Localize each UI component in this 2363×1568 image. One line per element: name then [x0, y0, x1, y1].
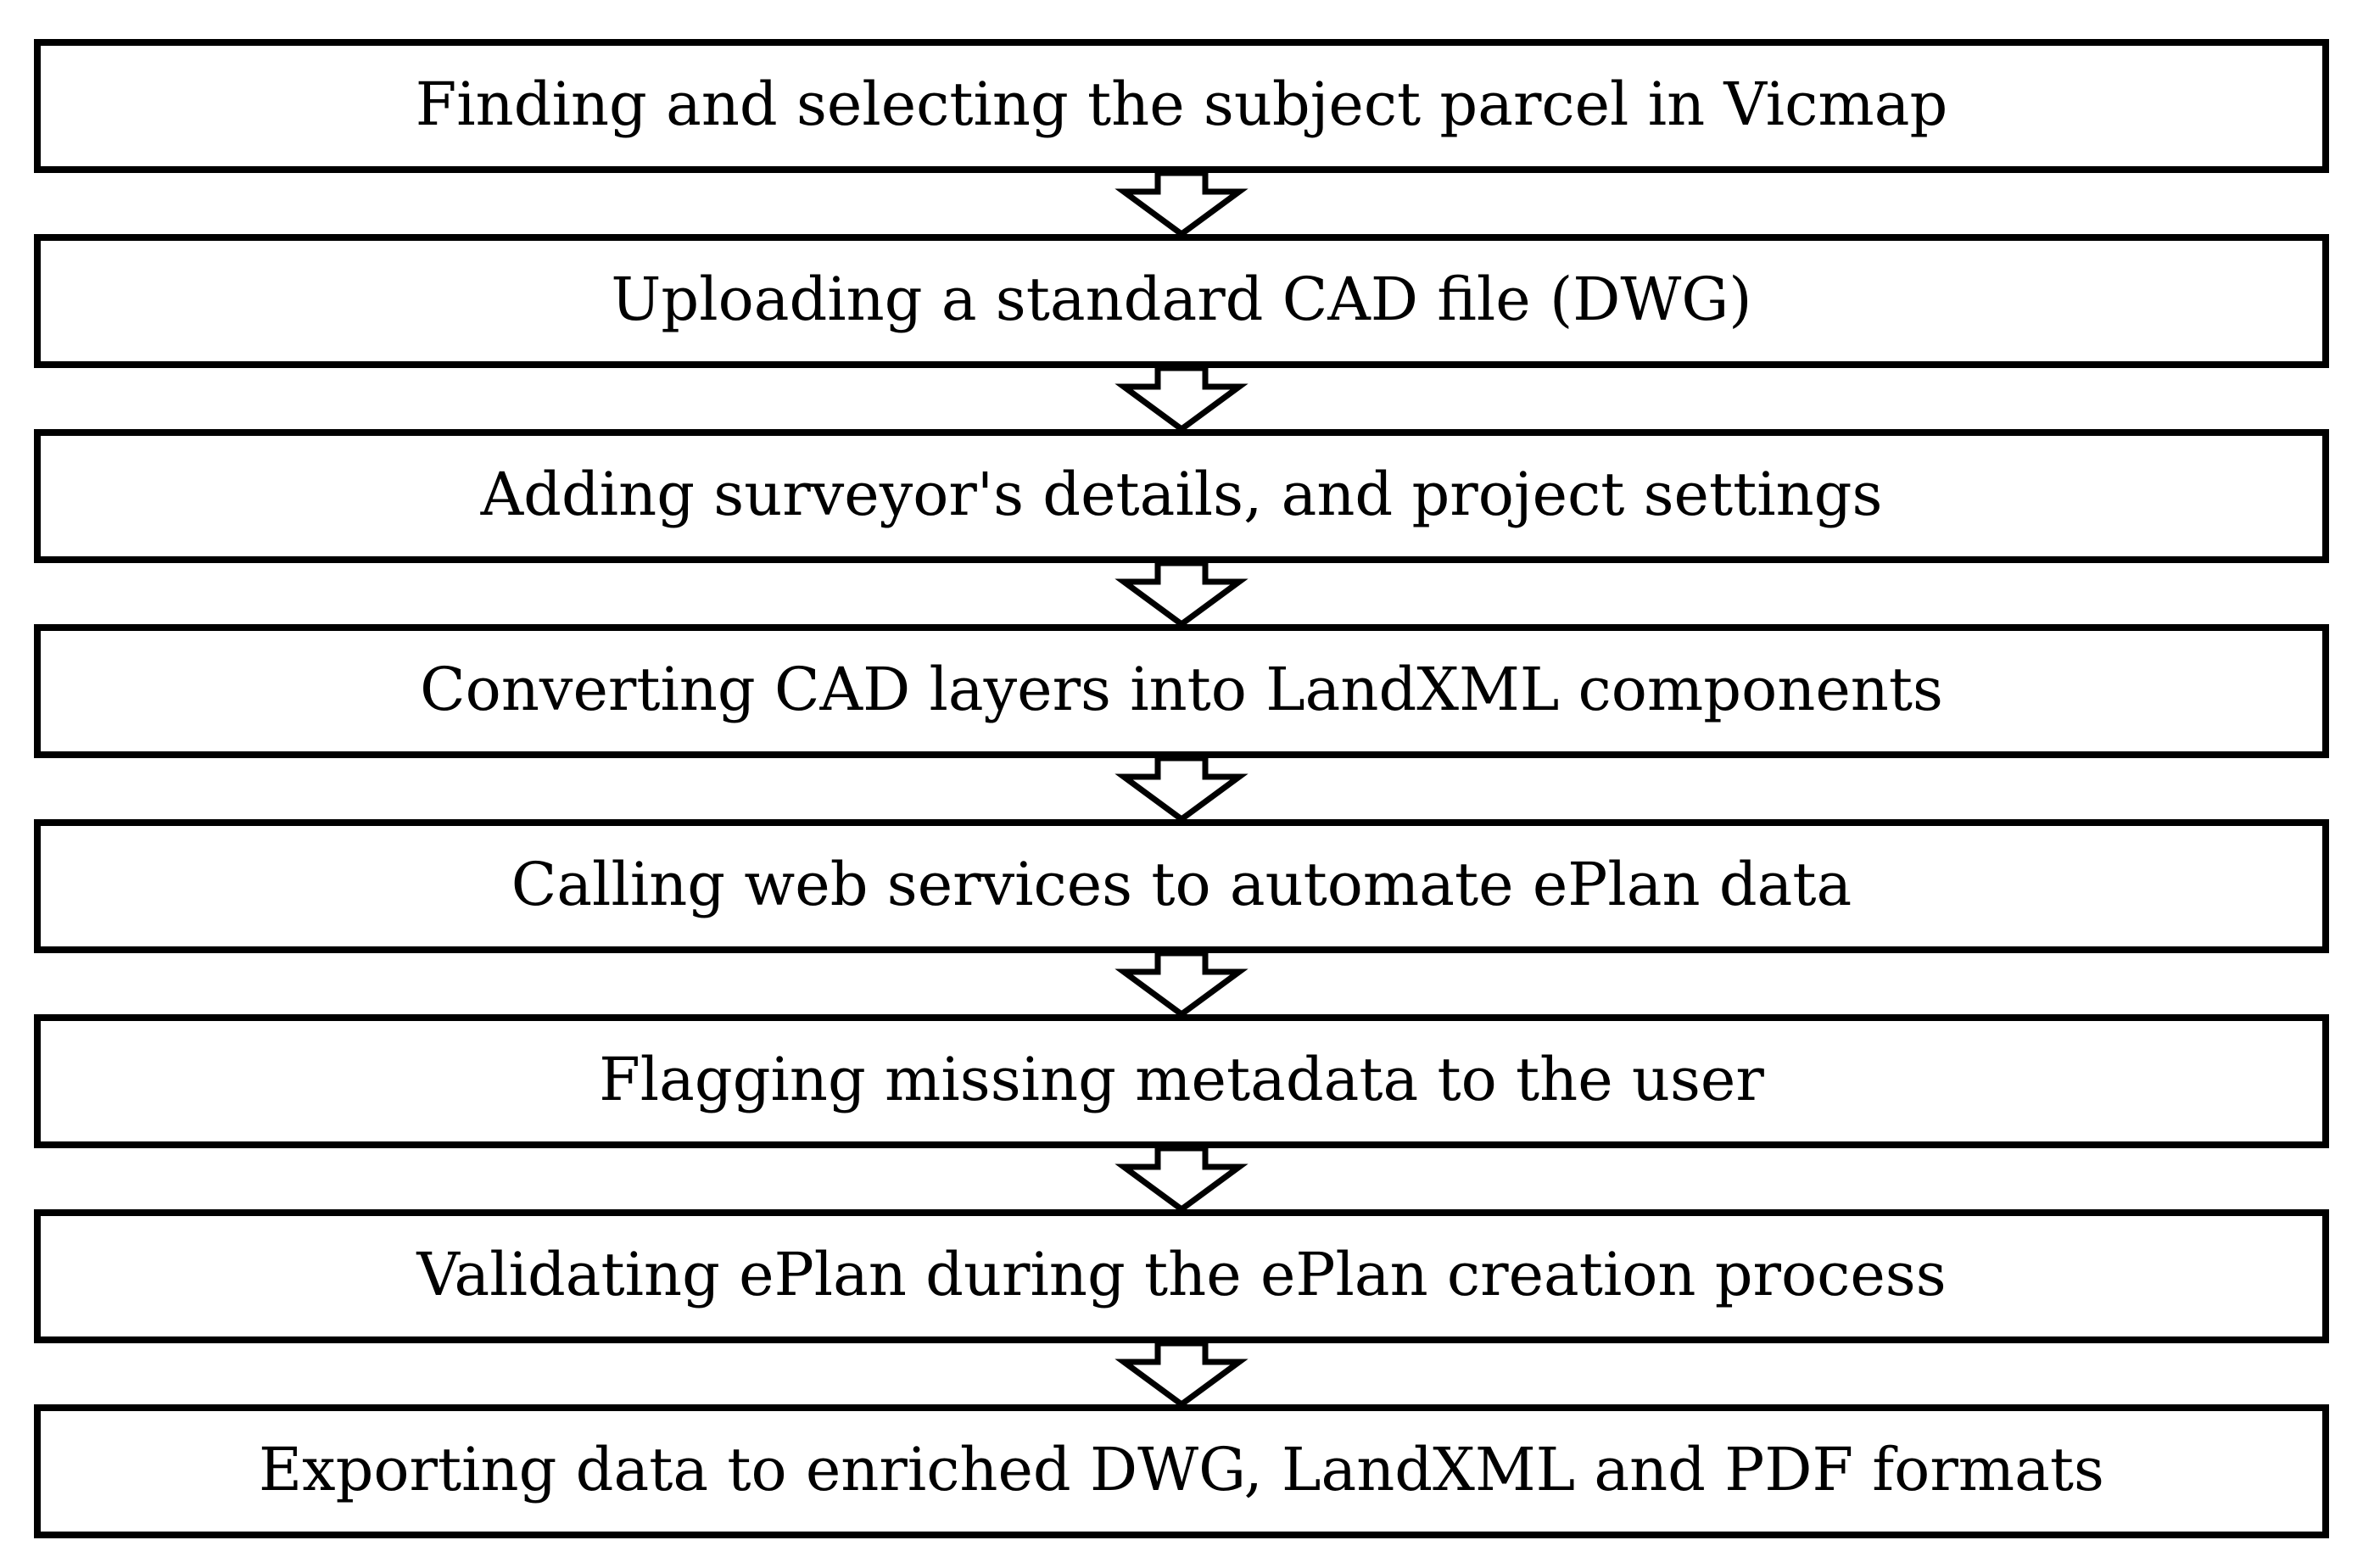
step-label: Exporting data to enriched DWG, LandXML …: [259, 1435, 2104, 1504]
down-arrow-icon: [1114, 755, 1249, 823]
flow-step-3: Adding surveyor's details, and project s…: [34, 429, 2329, 563]
step-label: Validating ePlan during the ePlan creati…: [416, 1240, 1946, 1309]
step-label: Uploading a standard CAD file (DWG): [611, 265, 1751, 334]
step-box: [34, 1209, 2329, 1343]
down-arrow-icon: [1114, 365, 1249, 433]
step-box: [34, 624, 2329, 758]
down-arrow-icon: [1114, 1145, 1249, 1214]
step-box: [34, 819, 2329, 953]
flow-steps: Finding and selecting the subject parcel…: [34, 39, 2329, 1538]
flow-arrows: [1114, 170, 1249, 1409]
step-label: Calling web services to automate ePlan d…: [511, 850, 1852, 919]
flow-step-8: Exporting data to enriched DWG, LandXML …: [34, 1404, 2329, 1538]
down-arrow-icon: [1114, 560, 1249, 628]
flow-step-4: Converting CAD layers into LandXML compo…: [34, 624, 2329, 758]
step-label: Converting CAD layers into LandXML compo…: [420, 655, 1943, 724]
flow-step-5: Calling web services to automate ePlan d…: [34, 819, 2329, 953]
step-label: Flagging missing metadata to the user: [599, 1045, 1764, 1114]
down-arrow-icon: [1114, 950, 1249, 1018]
flow-step-2: Uploading a standard CAD file (DWG): [34, 234, 2329, 368]
step-box: [34, 1014, 2329, 1148]
step-box: [34, 234, 2329, 368]
step-box: [34, 1404, 2329, 1538]
step-label: Adding surveyor's details, and project s…: [480, 460, 1883, 529]
flow-step-1: Finding and selecting the subject parcel…: [34, 39, 2329, 173]
down-arrow-icon: [1114, 170, 1249, 238]
down-arrow-icon: [1114, 1340, 1249, 1409]
flow-step-7: Validating ePlan during the ePlan creati…: [34, 1209, 2329, 1343]
step-label: Finding and selecting the subject parcel…: [416, 70, 1948, 139]
step-box: [34, 39, 2329, 173]
step-box: [34, 429, 2329, 563]
flow-step-6: Flagging missing metadata to the user: [34, 1014, 2329, 1148]
